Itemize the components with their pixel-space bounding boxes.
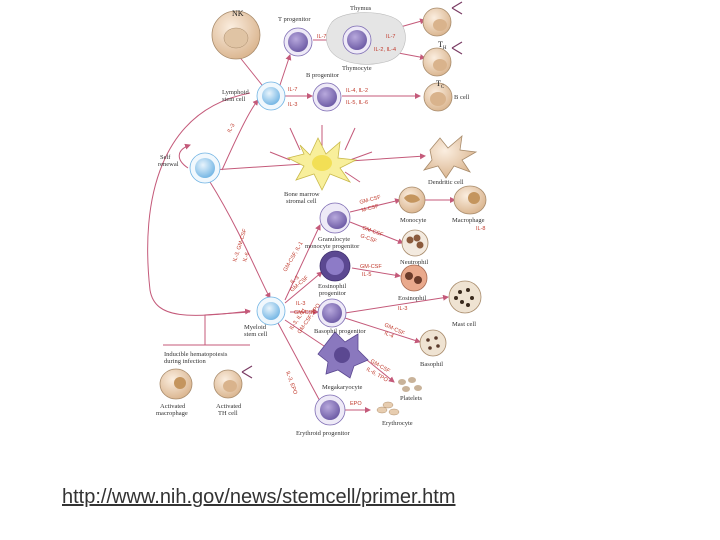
label-act-t-2: TH cell <box>218 410 238 417</box>
label-dendritic: Dendritic cell <box>428 179 464 186</box>
label-monocyte: Monocyte <box>400 217 426 224</box>
neutrophil-cell <box>401 229 429 257</box>
tc-cell <box>422 41 463 77</box>
cytokine-il5-6: IL-5, IL-6 <box>346 100 368 106</box>
cytokine-ba-in-1: IL-3 <box>296 301 305 307</box>
label-nk: NK <box>232 9 244 18</box>
label-stromal-1: Bone marrow <box>284 191 320 198</box>
label-thymus: Thymus <box>350 5 372 12</box>
eosinophil-progenitor-cell <box>319 250 351 282</box>
label-mega: Megakaryocyte <box>322 384 363 391</box>
erythroid-progenitor-cell <box>314 394 346 426</box>
cytokine-epo: EPO <box>350 401 362 407</box>
label-b-cell: B cell <box>454 94 470 101</box>
self-renewal-stem-cell <box>189 152 221 184</box>
cytokine-il4-2: IL-4, IL-2 <box>346 88 368 94</box>
label-tc: TC <box>436 79 445 90</box>
b-cell <box>423 82 453 112</box>
label-act-t-1: Activated <box>216 403 242 410</box>
label-self-1: Self <box>160 154 171 161</box>
bone-marrow-stromal-cell <box>286 137 358 191</box>
lymphoid-stem-cell <box>256 81 286 111</box>
label-erythrocyte: Erythrocyte <box>382 420 413 427</box>
cytokine-il3-b: IL-3 <box>227 123 237 134</box>
cytokine-ba-out-2: IL-4 <box>383 330 394 339</box>
dendritic-cell <box>422 135 478 179</box>
label-lymphoid-1: Lymphoid <box>222 89 249 96</box>
cytokine-ep-in: IL-3, EPO <box>284 371 298 396</box>
label-myeloid-1: Myeloid <box>244 324 267 331</box>
label-basophil: Basophil <box>420 361 443 368</box>
cytokine-eo-out-1: GM-CSF <box>360 264 382 270</box>
cytokine-il3-c: IL-3 <box>398 306 407 312</box>
label-act-mac-1: Activated <box>160 403 186 410</box>
cytokine-il3-a: IL-3 <box>288 102 297 108</box>
cytokine-ba-in-2: GM-CSF <box>294 310 316 316</box>
cytokine-il7-b: IL-7 <box>386 34 395 40</box>
label-baso-prog: Basophil progenitor <box>314 328 367 335</box>
cytokine-eo-in-1: IL-3 <box>289 275 300 286</box>
myeloid-stem-cell <box>256 296 286 326</box>
label-t-progenitor: T progenitor <box>278 16 311 23</box>
label-lymphoid-2: stem cell <box>222 96 245 103</box>
cytokine-gm-m-2: M-CSF <box>361 203 380 213</box>
cytokine-gm-m-1: GM-CSF <box>359 194 382 206</box>
label-act-mac-2: macrophage <box>156 410 188 417</box>
t-progenitor-cell <box>283 27 313 57</box>
mast-cell <box>448 280 482 314</box>
macrophage-cell <box>453 185 487 215</box>
label-induc-2: during infection <box>164 358 206 365</box>
label-gm-2: monocyte progenitor <box>305 243 360 250</box>
cytokine-big-diag: GM-CSF, IL-1 <box>283 241 305 273</box>
cytokine-il8: IL-8 <box>476 226 485 232</box>
cytokine-il2-4: IL-2, IL-4 <box>374 47 396 53</box>
label-th: TH <box>438 40 447 51</box>
activated-th-cell <box>213 365 253 399</box>
gm-progenitor-cell <box>319 202 351 234</box>
label-gm-1: Granulocyte <box>318 236 350 243</box>
thymocyte-cell <box>342 25 372 55</box>
activated-macrophage-cell <box>159 368 193 400</box>
megakaryocyte-cell <box>317 331 369 379</box>
label-eosinophil: Eosinophil <box>398 295 426 302</box>
label-eos-prog-2: progenitor <box>319 290 347 297</box>
label-mast: Mast cell <box>452 321 476 328</box>
label-platelets: Platelets <box>400 395 422 402</box>
cytokine-eo-out-2: IL-5 <box>362 272 371 278</box>
label-eos-prog-1: Eosinophil <box>318 283 346 290</box>
basophil-cell <box>419 329 447 357</box>
cytokine-diag-2: IL-6 <box>242 252 251 263</box>
label-macrophage: Macrophage <box>452 217 485 224</box>
cytokine-il7-c: IL-7 <box>288 87 297 93</box>
platelets <box>398 377 422 392</box>
monocyte-cell <box>398 186 426 214</box>
label-induc-1: Inducible hematopoiesis <box>164 351 228 358</box>
label-thymocyte: Thymocyte <box>342 65 372 72</box>
nk-cell <box>211 10 261 60</box>
source-link[interactable]: http://www.nih.gov/news/stemcell/primer.… <box>62 486 456 508</box>
cytokine-gm-g-2: G-CSF <box>359 233 378 245</box>
label-neutrophil: Neutrophil <box>400 259 428 266</box>
label-b-progenitor: B progenitor <box>306 72 340 79</box>
basophil-progenitor-cell <box>317 298 347 328</box>
label-self-2: renewal <box>158 161 179 168</box>
b-progenitor-cell <box>312 82 342 112</box>
label-erythro-prog: Erythroid progenitor <box>296 430 350 437</box>
label-myeloid-2: stem cell <box>244 331 267 338</box>
label-stromal-2: stromal cell <box>286 198 317 205</box>
eosinophil-cell <box>400 264 428 292</box>
th-cell <box>422 1 463 37</box>
erythrocytes <box>376 401 400 416</box>
cytokine-il7-a: IL-7 <box>317 34 326 40</box>
